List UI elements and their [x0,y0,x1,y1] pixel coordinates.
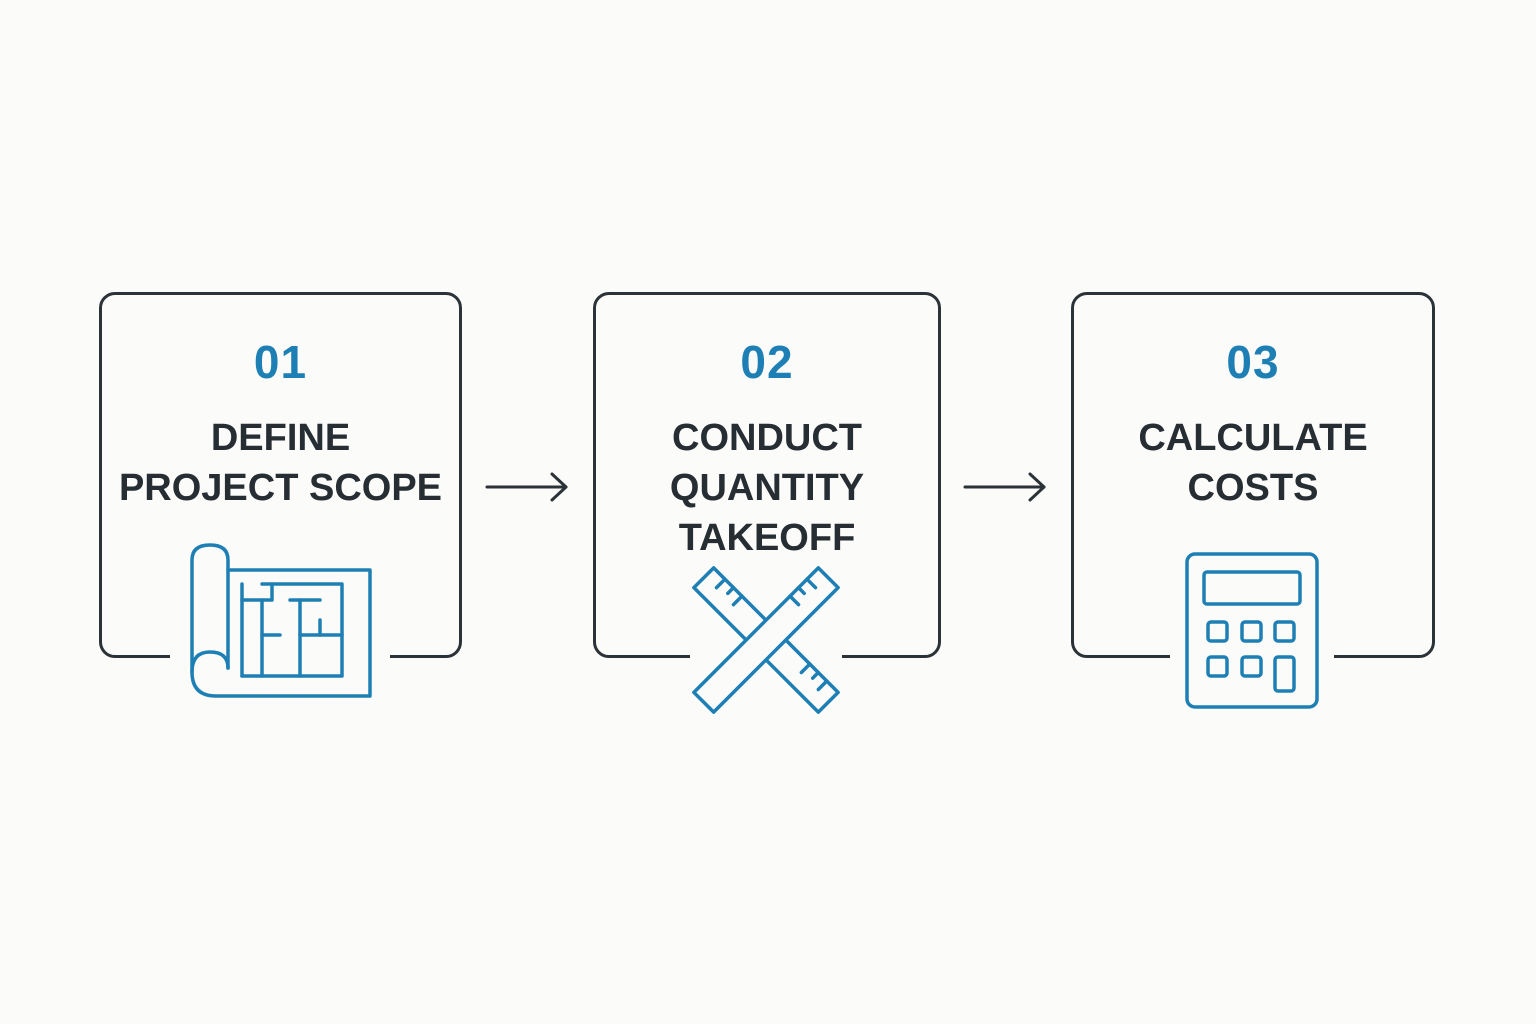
step-title: CALCULATE COSTS [1074,413,1432,513]
step-number: 03 [1226,336,1280,388]
step-number: 01 [253,336,308,388]
step-title-line: TAKEOFF [678,517,856,559]
step-card-3: 03 CALCULATE COSTS [1071,292,1435,658]
calculator-icon [1170,548,1334,712]
step-title-line: COSTS [1187,467,1319,509]
step-title: CONDUCT QUANTITY TAKEOFF [596,413,938,563]
step-title-line: QUANTITY [669,467,865,509]
crossed-rulers-icon [690,566,842,714]
step-title: DEFINE PROJECT SCOPE [102,413,459,513]
step-title-line: CALCULATE [1138,417,1368,459]
step-title-line: PROJECT SCOPE [118,467,443,509]
step-number: 02 [740,336,794,388]
step-title-line: CONDUCT [672,417,862,459]
arrow-right-icon [485,472,568,502]
step-title-line: DEFINE [210,417,351,459]
arrow-right-icon [963,472,1046,502]
blueprint-icon [170,540,390,702]
step-card-1: 01 DEFINE PROJECT SCOPE [99,292,462,658]
